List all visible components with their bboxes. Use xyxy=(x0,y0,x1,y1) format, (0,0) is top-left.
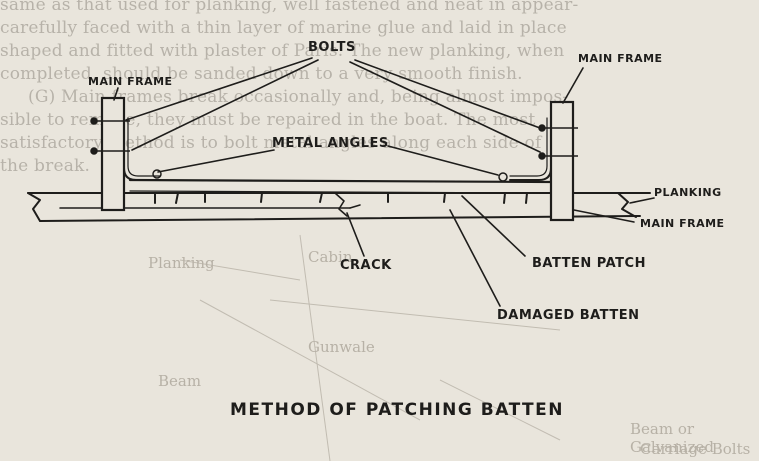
leader-lines xyxy=(113,57,655,307)
metal-angle-right-inner xyxy=(509,117,548,177)
batten-fasteners xyxy=(154,192,528,204)
label-metal-angles: Metal Angles xyxy=(272,136,389,151)
label-main-frame-left: Main Frame xyxy=(88,75,173,88)
bolt-heads xyxy=(90,117,578,182)
metal-angle-left xyxy=(123,117,161,181)
batten-patch-bottom xyxy=(129,190,553,194)
ghost-label-carriage-bolts: Carriage Bolts xyxy=(640,440,751,458)
main-frame-right xyxy=(549,100,575,222)
ghost-lines xyxy=(179,234,561,461)
label-main-frame-right-lower: Main Frame xyxy=(640,217,725,230)
batten-line-joint xyxy=(349,204,361,209)
main-frame-left xyxy=(100,96,126,212)
bleed-line: shaped and fitted with plaster of Paris.… xyxy=(0,41,565,61)
label-crack: Crack xyxy=(340,258,392,273)
label-damaged-batten: Damaged Batten xyxy=(497,308,640,323)
planking-left-break xyxy=(27,192,41,222)
bleed-line: the break. xyxy=(0,156,91,176)
label-batten-patch: Batten Patch xyxy=(532,256,646,271)
ghost-label-gunwale: Gunwale xyxy=(308,338,375,356)
planking-right-break xyxy=(617,192,637,218)
ghost-label-planking: Planking xyxy=(148,254,215,272)
bleed-line: completed, should be sanded down to a ve… xyxy=(0,64,523,84)
bleed-line: sible to remove, they must be repaired i… xyxy=(0,110,536,130)
metal-angle-right xyxy=(509,117,552,181)
bleed-line: same as that used for planking, well fas… xyxy=(0,0,579,15)
ghost-label-beam-galvanized: Beam or Galvanized xyxy=(630,420,714,456)
label-main-frame-right: Main Frame xyxy=(578,52,663,65)
label-bolts: Bolts xyxy=(308,40,356,55)
ghost-label-beam: Beam xyxy=(158,372,202,390)
label-planking: Planking xyxy=(654,186,722,199)
batten-patch-top xyxy=(128,178,554,184)
ghost-label-cabin: Cabin xyxy=(308,248,353,266)
metal-angle-left-inner xyxy=(127,117,161,177)
caption: Method of Patching Batten xyxy=(230,400,564,420)
crack-mark xyxy=(334,192,348,217)
bleed-line: carefully faced with a thin layer of mar… xyxy=(0,18,567,38)
planking-bottom-edge xyxy=(39,215,641,222)
